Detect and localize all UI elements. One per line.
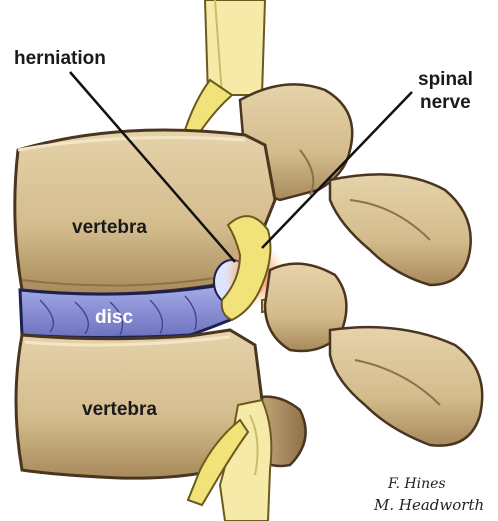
lower-posterior-elements [250, 264, 482, 466]
label-disc: disc [95, 307, 133, 328]
label-herniation: herniation [14, 48, 106, 69]
spinal-cord-top [205, 0, 265, 95]
label-nerve: nerve [420, 92, 471, 113]
label-spinal: spinal [418, 69, 473, 90]
label-vertebra-top: vertebra [72, 217, 147, 238]
label-vertebra-bottom: vertebra [82, 399, 157, 420]
signature-line2: M. Headworth [373, 496, 484, 514]
signature-line1: F. Hines [387, 476, 446, 492]
